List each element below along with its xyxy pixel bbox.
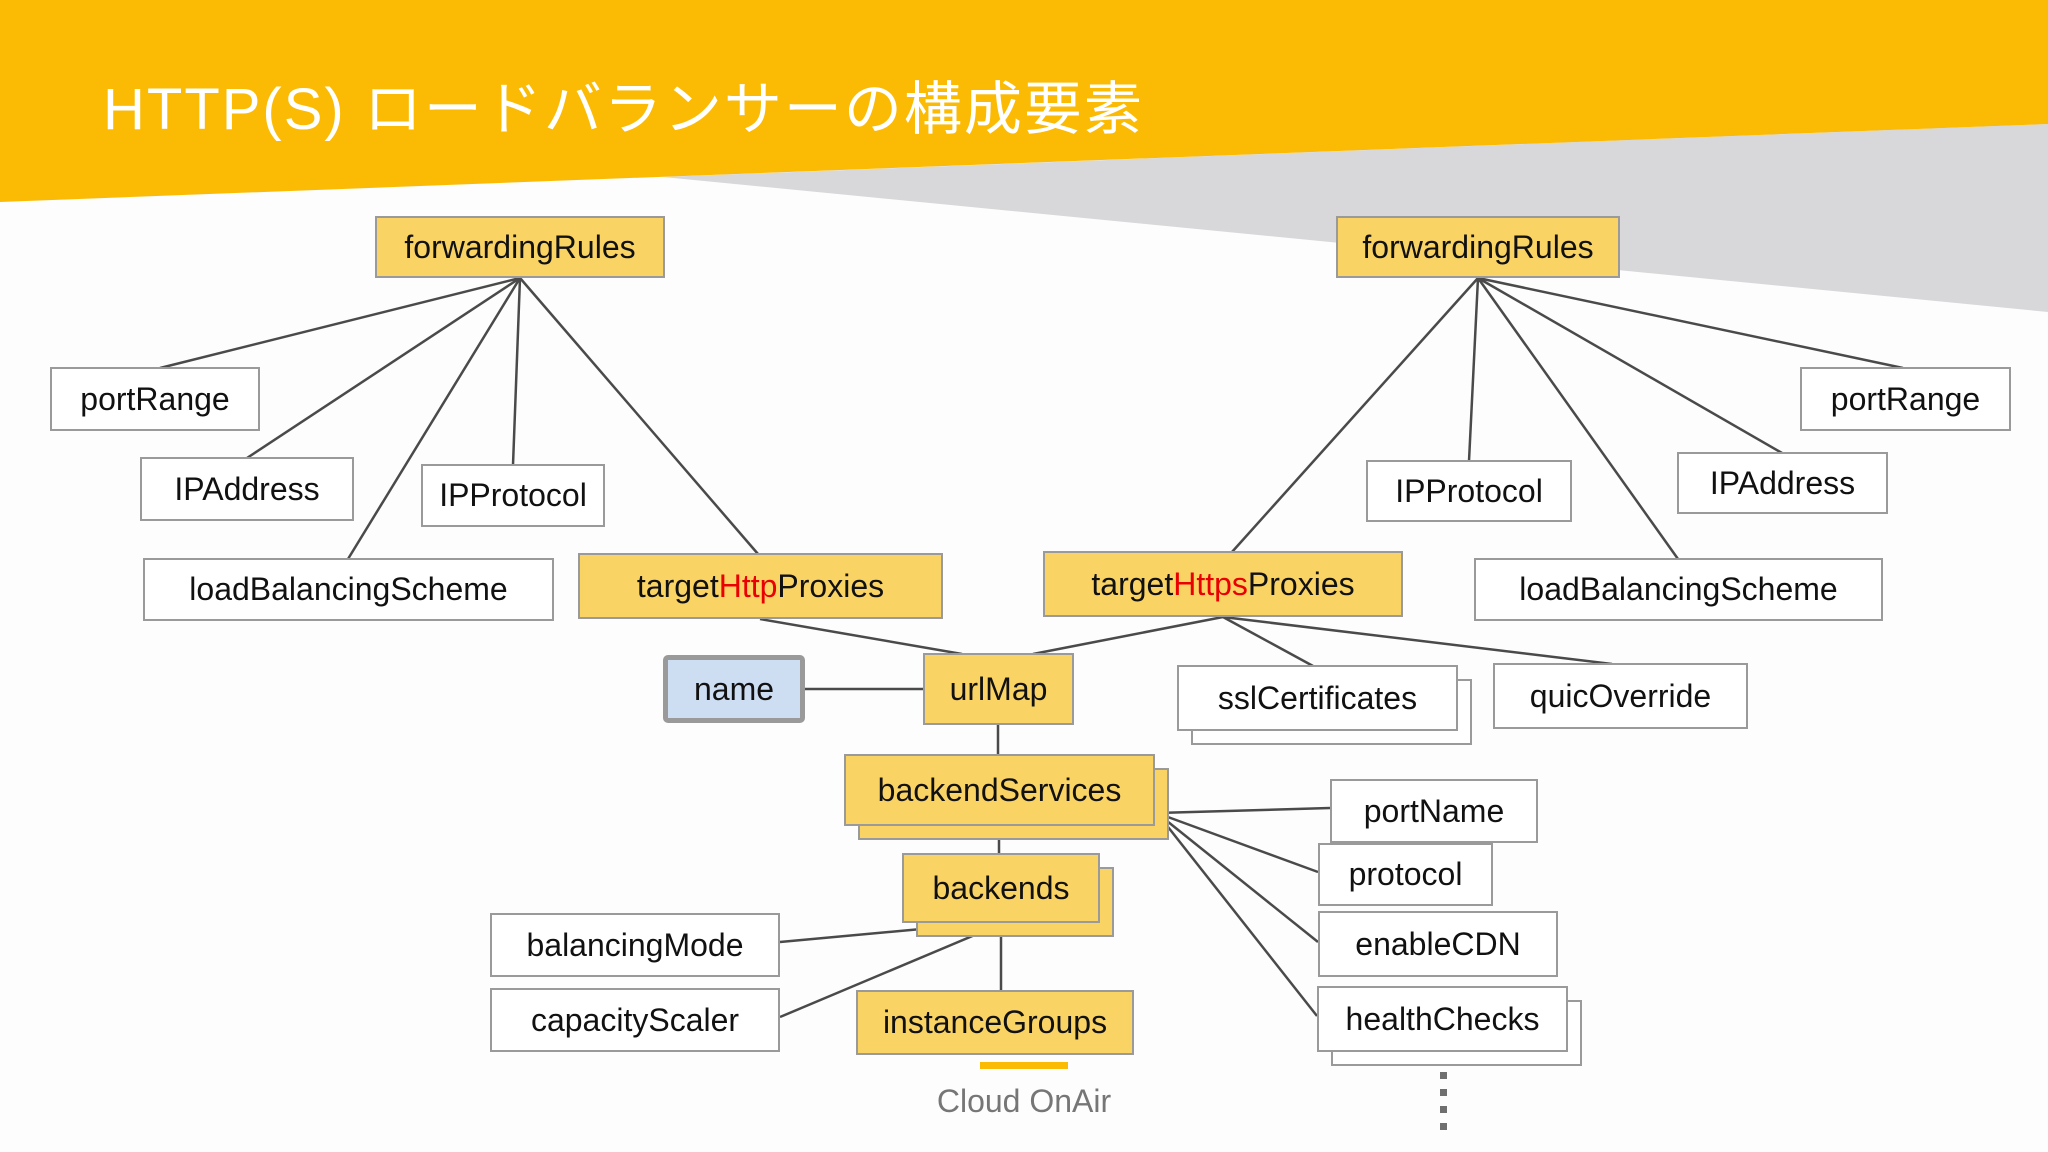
node-ipprotocol-right: IPProtocol <box>1366 460 1572 522</box>
node-label-red-segment: Https <box>1173 565 1248 602</box>
node-sslcertificates: sslCertificates <box>1177 665 1458 731</box>
node-label-segment: target <box>1091 565 1174 602</box>
node-portname: portName <box>1330 779 1538 843</box>
edge-line <box>246 276 521 460</box>
ellipsis-dot <box>1440 1123 1447 1130</box>
ellipsis-dot <box>1440 1089 1447 1096</box>
slide-title: HTTP(S) ロードバランサーの構成要素 <box>103 77 1144 142</box>
edge-line <box>511 277 522 466</box>
edge-line <box>1476 277 1680 560</box>
edge-line <box>1231 277 1479 553</box>
ellipsis-dot <box>1440 1106 1447 1113</box>
edge-line <box>1156 812 1319 943</box>
node-name: name <box>663 655 805 723</box>
node-portrange-right: portRange <box>1800 367 2011 431</box>
footer-brand-label: Cloud OnAir <box>936 1083 1112 1119</box>
node-enablecdn: enableCDN <box>1318 911 1558 977</box>
node-capacityscaler: capacityScaler <box>490 988 780 1052</box>
edge-line <box>1222 615 1613 666</box>
node-backends: backends <box>902 853 1100 923</box>
node-balancingmode: balancingMode <box>490 913 780 977</box>
edge-line <box>159 276 521 370</box>
node-urlmap: urlMap <box>923 653 1074 725</box>
node-portrange-left: portRange <box>50 367 260 431</box>
node-ipaddress-right: IPAddress <box>1677 452 1888 514</box>
edge-line <box>1156 811 1319 874</box>
edge-line <box>779 919 1009 1019</box>
edge-line <box>1156 812 1318 1017</box>
node-ipprotocol-left: IPProtocol <box>421 464 605 527</box>
edge-line <box>1477 276 1783 455</box>
edge-line <box>1032 615 1224 656</box>
node-quicoverride: quicOverride <box>1493 663 1748 729</box>
edge-line <box>1156 806 1331 815</box>
node-ipaddress-left: IPAddress <box>140 457 354 521</box>
node-loadbalancingscheme-right: loadBalancingScheme <box>1474 558 1883 621</box>
footer-accent-bar <box>980 1062 1068 1069</box>
edge-line <box>1467 277 1480 462</box>
node-label-segment: target <box>636 567 719 604</box>
edge-line <box>346 277 522 560</box>
edge-line <box>519 277 759 555</box>
edge-line <box>759 617 963 656</box>
node-loadbalancingscheme-left: loadBalancingScheme <box>143 558 554 621</box>
node-healthchecks: healthChecks <box>1317 986 1568 1052</box>
node-instancegroups: instanceGroups <box>856 990 1134 1055</box>
ellipsis-dot <box>1440 1072 1447 1079</box>
node-forwardingrules-left: forwardingRules <box>375 216 665 278</box>
node-label-red-segment: Http <box>718 567 778 604</box>
node-forwardingrules-right: forwardingRules <box>1336 216 1620 278</box>
edge-line <box>1222 615 1314 668</box>
edge-line <box>1477 276 1904 370</box>
node-protocol: protocol <box>1318 843 1493 906</box>
node-label-segment: Proxies <box>1247 565 1355 602</box>
node-label-segment: Proxies <box>777 567 885 604</box>
node-backendservices: backendServices <box>844 754 1155 826</box>
